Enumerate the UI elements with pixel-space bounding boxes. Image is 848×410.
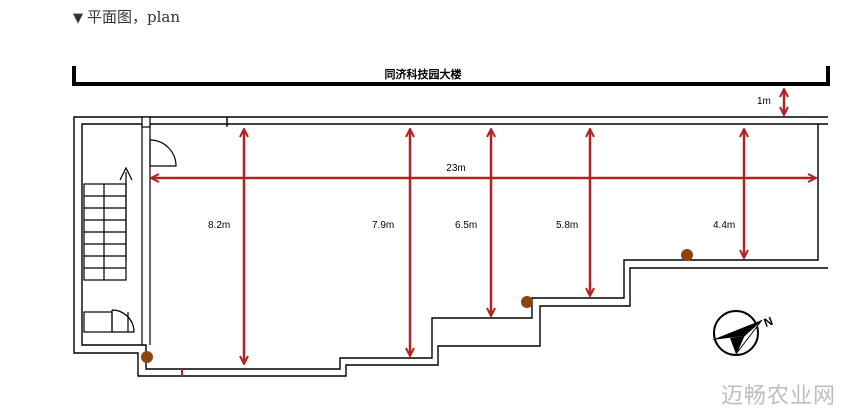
depth-label-3: 6.5m: [455, 220, 477, 231]
plan-caption: ▼ 平面图，plan: [73, 6, 180, 27]
caption-triangle-icon: ▼: [73, 11, 83, 26]
caption-text: 平面图，plan: [87, 8, 181, 26]
outer-walls: [73, 116, 828, 377]
tree-marker: [521, 296, 533, 308]
compass-north-letter: N: [762, 314, 775, 330]
gap-dimension-label: 1m: [757, 96, 771, 107]
depth-label-5: 4.4m: [713, 220, 735, 231]
stair-core: [83, 116, 177, 345]
depth-label-2: 7.9m: [372, 220, 394, 231]
tree-marker: [681, 249, 693, 261]
depth-label-4: 5.8m: [556, 220, 578, 231]
tree-marker: [141, 351, 153, 363]
building-bracket: [72, 66, 830, 86]
building-label: 同济科技园大楼: [385, 67, 462, 81]
length-dimension-label: 23m: [446, 163, 465, 174]
watermark-text: 迈畅农业网: [720, 384, 836, 409]
depth-label-1: 8.2m: [208, 220, 230, 231]
north-compass-icon: N: [712, 310, 775, 356]
